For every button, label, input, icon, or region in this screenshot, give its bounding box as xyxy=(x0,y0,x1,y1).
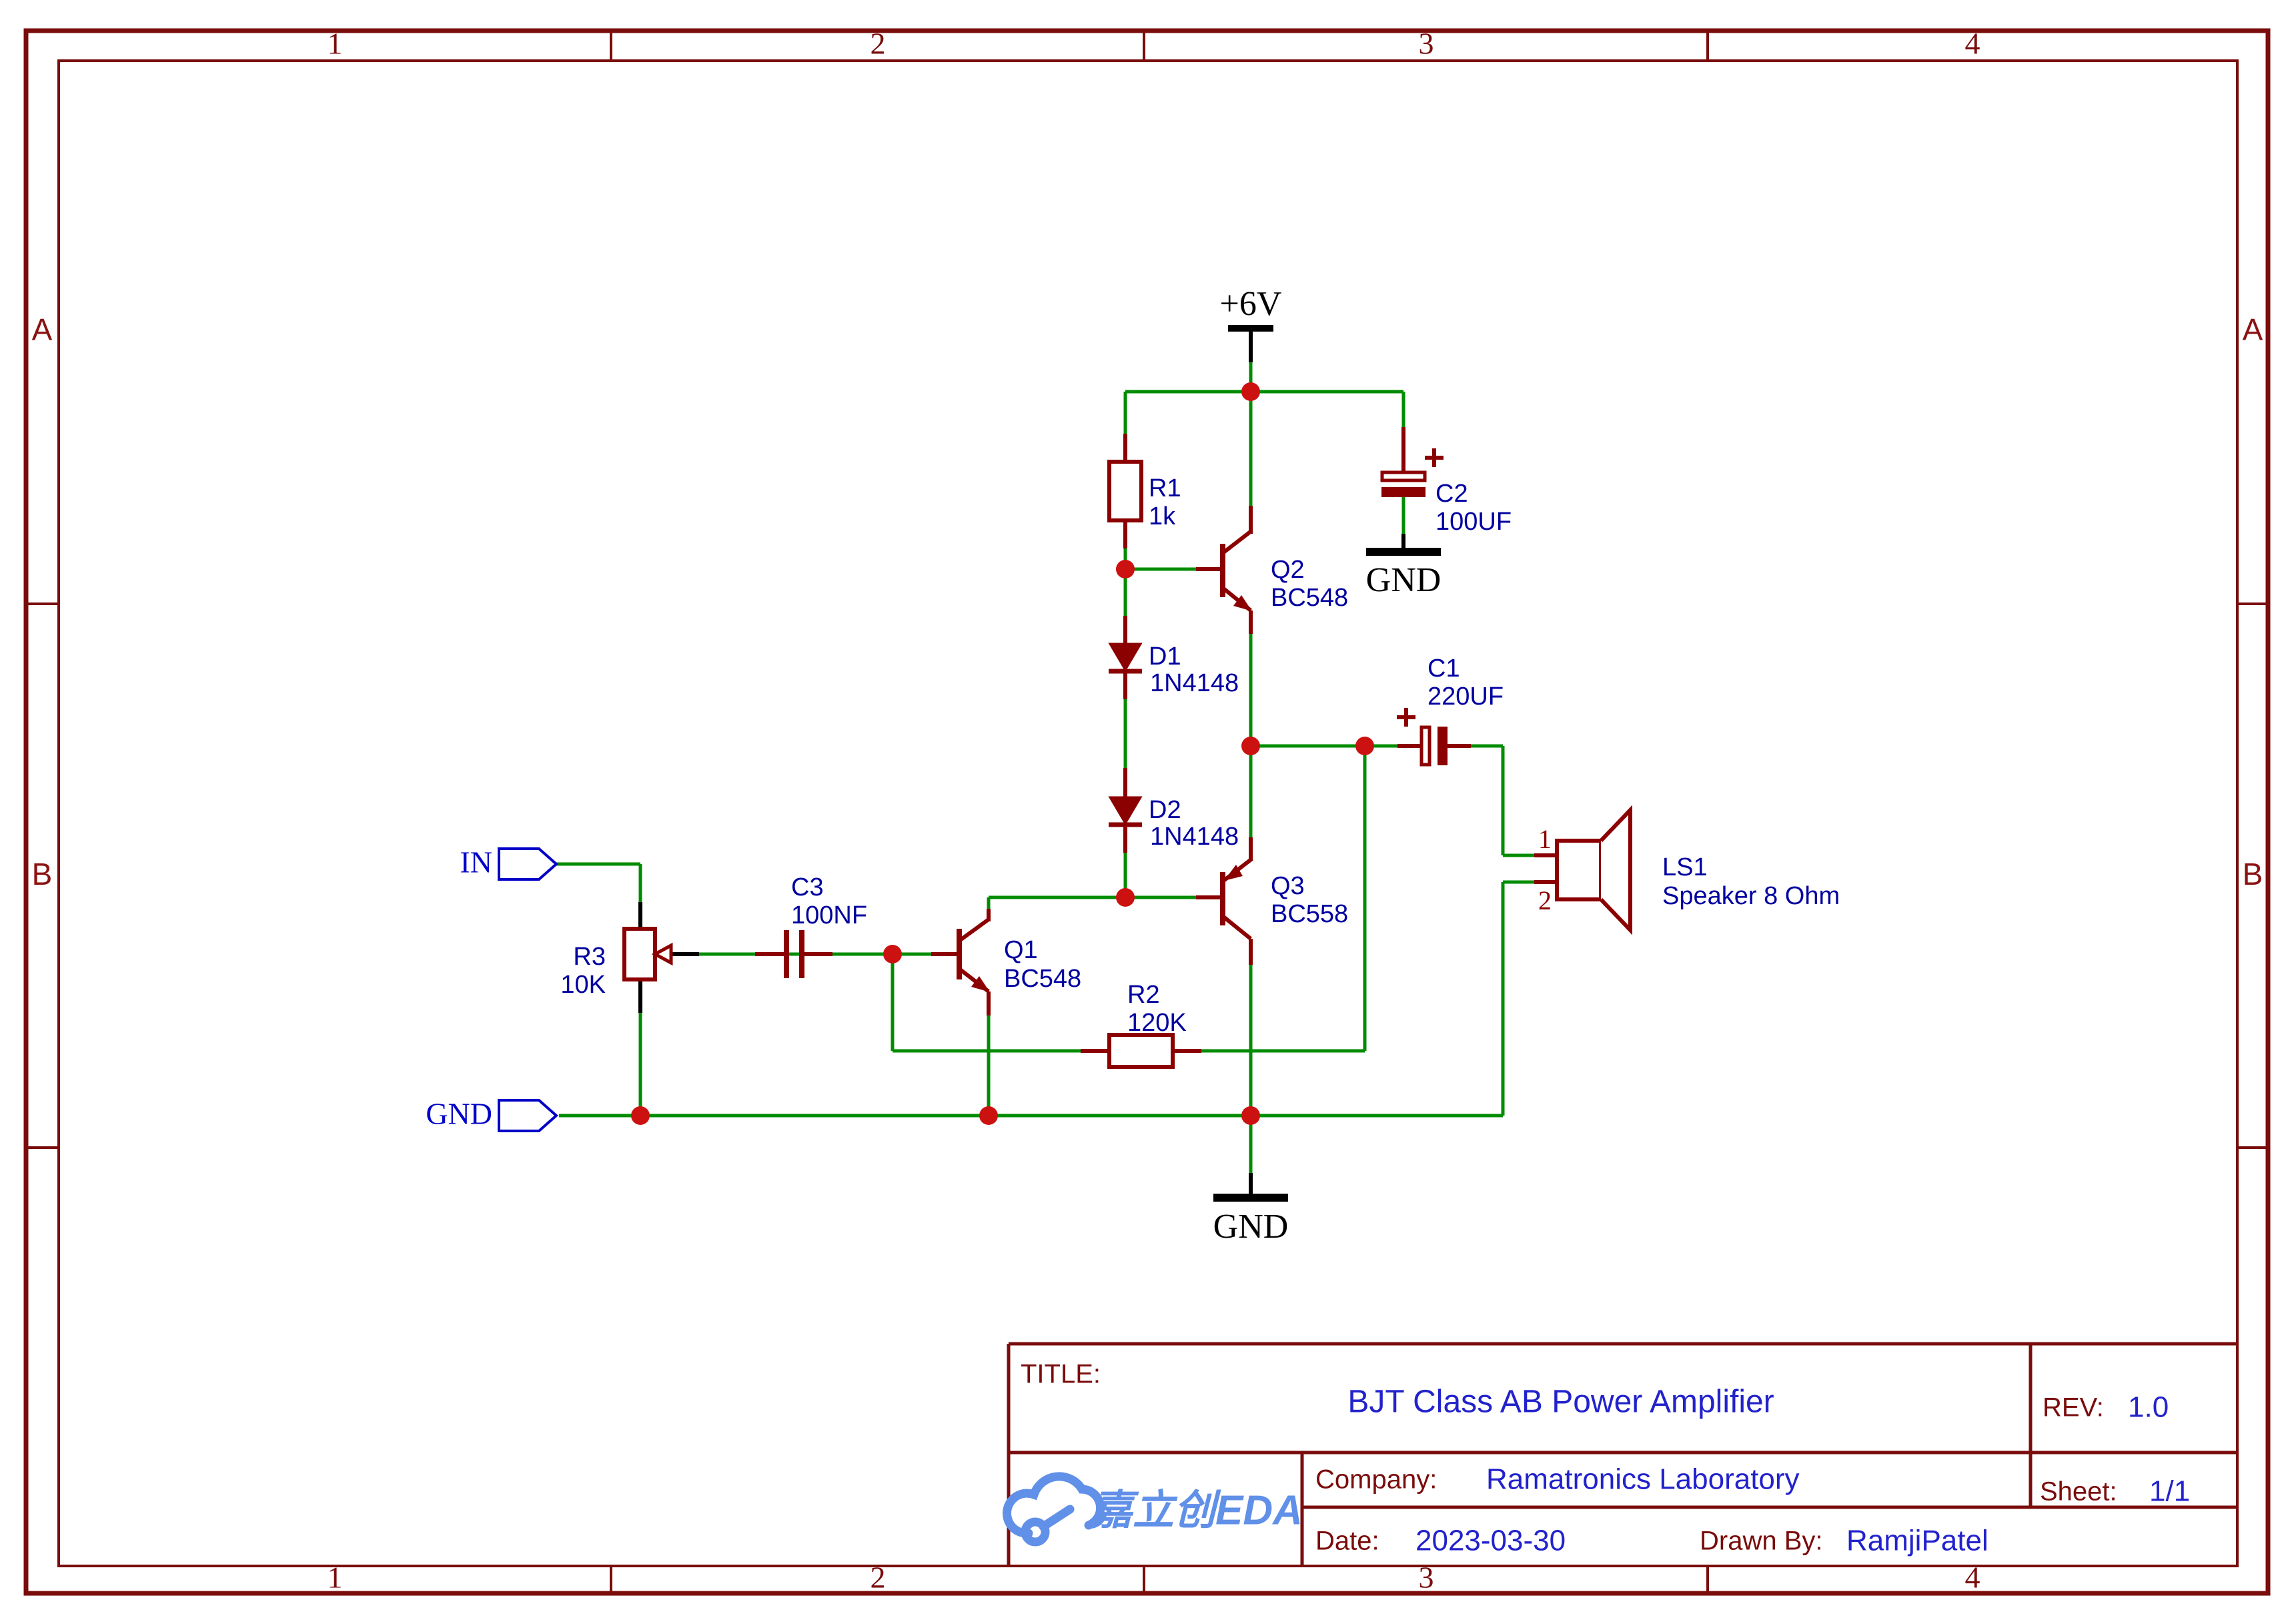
q3-ref: Q3 xyxy=(1271,872,1305,900)
ls1-ref: LS1 xyxy=(1662,853,1708,881)
gnd-port-label: GND xyxy=(426,1097,492,1131)
column-label-1-bottom: 1 xyxy=(328,1561,343,1595)
gnd-port-flag[interactable] xyxy=(498,1099,559,1132)
pin-stubs xyxy=(638,427,1557,1053)
column-label-4-top: 4 xyxy=(1965,27,1980,61)
cloud-icon xyxy=(1003,1472,1105,1547)
gnd-c2-label: GND xyxy=(1366,561,1442,599)
r3-value: 10K xyxy=(560,971,606,999)
vcc-label: +6V xyxy=(1220,285,1282,323)
q3-emitter-arrow xyxy=(1224,865,1243,881)
logo-text: 嘉立创EDA xyxy=(1091,1487,1303,1533)
port-gnd[interactable]: GND xyxy=(426,1097,559,1132)
component-c3[interactable]: C3 100NF xyxy=(784,873,867,978)
ls1-pin2-number: 2 xyxy=(1538,885,1552,915)
column-label-2-bottom: 2 xyxy=(871,1561,886,1595)
c3-ref: C3 xyxy=(791,873,824,901)
title-block: TITLE: BJT Class AB Power Amplifier REV:… xyxy=(1003,1342,2237,1566)
component-q1[interactable]: Q1 BC548 xyxy=(957,917,1081,993)
q1-emitter-arrow xyxy=(971,976,990,992)
gnd-symbol-main[interactable]: GND xyxy=(1213,1173,1289,1246)
r3-wiper-arrow xyxy=(651,942,673,966)
q3-value: BC558 xyxy=(1271,900,1348,928)
component-r1[interactable]: R1 1k xyxy=(1107,460,1181,530)
ls1-pin1-number: 1 xyxy=(1538,824,1552,854)
drawn-by-label: Drawn By: xyxy=(1700,1527,1823,1556)
component-d2[interactable]: D2 1N4148 xyxy=(1108,796,1239,851)
date-label: Date: xyxy=(1315,1527,1379,1556)
schematic-title: BJT Class AB Power Amplifier xyxy=(1347,1384,1774,1420)
column-label-4-bottom: 4 xyxy=(1965,1561,1980,1595)
component-ls1[interactable]: 1 2 LS1 Speaker 8 Ohm xyxy=(1538,805,1840,935)
sheet-frame: 1 2 3 4 1 2 3 4 A B A B xyxy=(23,27,2271,1596)
c1-ref: C1 xyxy=(1427,655,1460,683)
easyeda-logo: 嘉立创EDA xyxy=(1003,1472,1303,1547)
d2-value: 1N4148 xyxy=(1150,823,1239,851)
in-port-label: IN xyxy=(460,845,492,879)
company-value: Ramatronics Laboratory xyxy=(1486,1463,1800,1496)
c1-plus-sign xyxy=(1397,708,1415,727)
component-c2[interactable]: C2 100UF xyxy=(1380,448,1512,536)
sheet-value: 1/1 xyxy=(2149,1475,2190,1508)
junction-dots xyxy=(631,382,1374,1125)
inner-border xyxy=(57,59,2239,1567)
row-label-a-right: A xyxy=(2243,312,2263,347)
r2-ref: R2 xyxy=(1127,981,1160,1009)
column-label-3-bottom: 3 xyxy=(1419,1561,1434,1595)
component-q2[interactable]: Q2 BC548 xyxy=(1220,528,1348,613)
gnd-main-label: GND xyxy=(1213,1208,1289,1246)
c2-ref: C2 xyxy=(1436,480,1468,508)
row-label-b-left: B xyxy=(32,857,53,891)
rev-value: 1.0 xyxy=(2128,1391,2169,1424)
date-value: 2023-03-30 xyxy=(1415,1525,1566,1557)
component-c1[interactable]: C1 220UF xyxy=(1397,655,1504,767)
column-label-1-top: 1 xyxy=(328,27,343,61)
q1-ref: Q1 xyxy=(1004,936,1038,964)
c2-value: 100UF xyxy=(1436,508,1512,536)
d1-value: 1N4148 xyxy=(1150,669,1239,697)
r1-value: 1k xyxy=(1149,502,1176,530)
c2-plus-sign xyxy=(1425,448,1444,467)
gnd-symbol-c2[interactable]: GND xyxy=(1366,534,1442,599)
q2-value: BC548 xyxy=(1271,584,1348,612)
q1-value: BC548 xyxy=(1004,965,1081,993)
row-label-b-right: B xyxy=(2243,857,2263,891)
company-label: Company: xyxy=(1315,1465,1437,1495)
in-port-flag[interactable] xyxy=(498,847,559,881)
drawn-by-value: RamjiPatel xyxy=(1846,1525,1988,1557)
component-d1[interactable]: D1 1N4148 xyxy=(1108,643,1239,697)
wires[interactable] xyxy=(556,360,1557,1174)
c3-value: 100NF xyxy=(791,901,867,929)
column-label-2-top: 2 xyxy=(871,27,886,61)
sheet-label: Sheet: xyxy=(2040,1477,2117,1507)
outer-border xyxy=(23,28,2271,1596)
row-label-a-left: A xyxy=(32,312,53,347)
ls1-value: Speaker 8 Ohm xyxy=(1662,882,1840,910)
port-in[interactable]: IN xyxy=(460,845,559,881)
r3-ref: R3 xyxy=(573,943,606,971)
r1-ref: R1 xyxy=(1149,474,1181,502)
column-label-3-top: 3 xyxy=(1419,27,1434,61)
ls1-horn xyxy=(1599,805,1632,935)
vcc-symbol[interactable]: +6V xyxy=(1220,285,1282,362)
title-label: TITLE: xyxy=(1021,1360,1101,1389)
c1-value: 220UF xyxy=(1427,683,1504,711)
d2-ref: D2 xyxy=(1149,796,1181,824)
d1-ref: D1 xyxy=(1149,643,1181,671)
r2-value: 120K xyxy=(1127,1009,1187,1037)
component-r3[interactable]: R3 10K xyxy=(560,927,673,999)
q2-ref: Q2 xyxy=(1271,556,1305,584)
q2-emitter-arrow xyxy=(1233,595,1252,611)
rev-label: REV: xyxy=(2043,1393,2104,1423)
component-r2[interactable]: R2 120K xyxy=(1107,981,1187,1069)
component-q3[interactable]: Q3 BC558 xyxy=(1220,857,1348,941)
